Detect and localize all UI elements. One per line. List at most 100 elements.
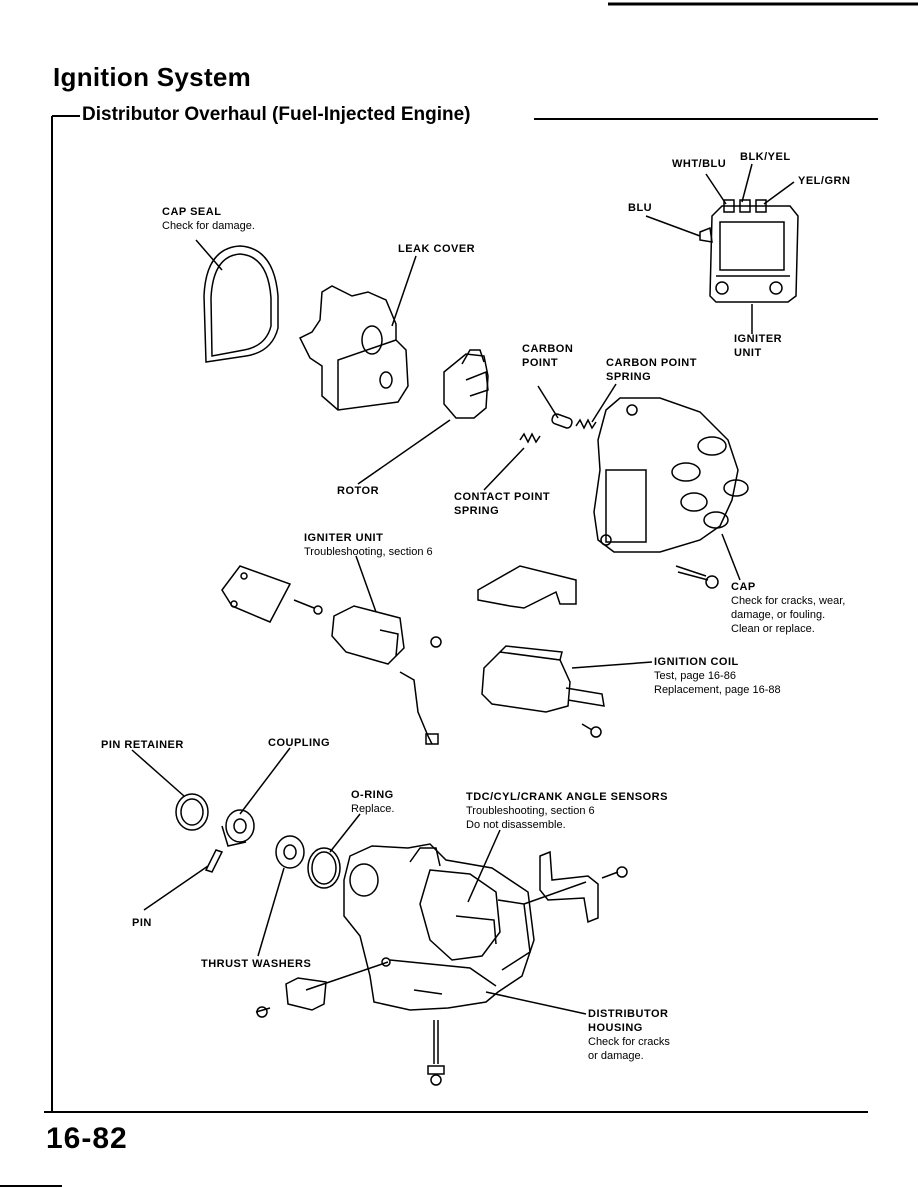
pin-leader xyxy=(143,865,209,911)
contact-point-spring-label: CONTACT POINT SPRING xyxy=(454,490,566,518)
ignition-coil-name: IGNITION COIL xyxy=(654,656,739,668)
carbon-point-label: CARBON POINT xyxy=(522,342,580,370)
igniter-unit-mid-leader xyxy=(355,555,377,613)
tdc-sensors-leader xyxy=(467,829,501,903)
igniter-unit-mid-name: IGNITER UNIT xyxy=(304,532,384,544)
cap-note-1: Check for cracks, wear, xyxy=(731,595,846,607)
thrust-washers-label: THRUST WASHERS xyxy=(201,957,311,971)
page-title: Ignition System xyxy=(53,62,252,92)
cap-leader xyxy=(721,533,741,581)
igniter-heat-sink-part xyxy=(221,565,292,623)
yel-grn-name: YEL/GRN xyxy=(798,175,851,187)
distributor-housing-name-1: DISTRIBUTOR xyxy=(588,1008,669,1020)
blk-yel-name: BLK/YEL xyxy=(740,151,791,163)
igniter-screw xyxy=(293,599,323,615)
tdc-sensors-label: TDC/CYL/CRANK ANGLE SENSORS Troubleshoot… xyxy=(466,790,668,832)
carbon-point-spring-leader xyxy=(591,383,617,423)
pin-retainer-name: PIN RETAINER xyxy=(101,739,184,751)
cap-seal-part xyxy=(203,245,279,363)
leak-cover-label: LEAK COVER xyxy=(398,242,475,256)
contact-point-spring-part xyxy=(519,432,541,444)
cap-note-3: Clean or replace. xyxy=(731,623,815,635)
igniter-unit-mid-label: IGNITER UNIT Troubleshooting, section 6 xyxy=(304,531,433,559)
o-ring-label: O-RING Replace. xyxy=(351,788,394,816)
tdc-sensors-name: TDC/CYL/CRANK ANGLE SENSORS xyxy=(466,791,668,803)
pin-retainer-leader xyxy=(131,749,185,797)
distributor-housing-part xyxy=(343,843,535,1011)
coil-bracket-part xyxy=(477,565,577,609)
cap-note-2: damage, or fouling. xyxy=(731,609,826,621)
distributor-housing-note-1: Check for cracks xyxy=(588,1036,670,1048)
contact-point-spring-leader xyxy=(483,447,525,491)
distributor-cap-part xyxy=(593,397,749,553)
ignition-coil-label: IGNITION COIL Test, page 16-86 Replaceme… xyxy=(654,655,781,697)
cover-plate-leader xyxy=(305,961,389,991)
carbon-point-spring-name: CARBON POINT SPRING xyxy=(606,357,697,383)
carbon-point-part xyxy=(551,413,573,429)
igniter-unit-top-label: IGNITER UNIT xyxy=(734,332,794,360)
tdc-sensors-note-1: Troubleshooting, section 6 xyxy=(466,805,595,817)
contact-point-spring-name: CONTACT POINT SPRING xyxy=(454,491,551,517)
wht-blu-leader xyxy=(705,173,727,205)
tdc-sensors-note-2: Do not disassemble. xyxy=(466,819,566,831)
ignition-coil-leader xyxy=(571,661,653,669)
sensor-cover-plate-part xyxy=(285,977,327,1011)
o-ring-note: Replace. xyxy=(351,803,395,815)
igniter-unit-top-name: IGNITER UNIT xyxy=(734,333,783,359)
pin-part xyxy=(204,849,224,873)
yel-grn-label: YEL/GRN xyxy=(798,174,850,188)
pin-name: PIN xyxy=(132,917,152,929)
rotor-label: ROTOR xyxy=(337,484,379,498)
coupling-name: COUPLING xyxy=(268,737,331,749)
thrust-washer-part xyxy=(275,835,305,869)
coupling-leader xyxy=(239,747,291,815)
cap-name: CAP xyxy=(731,581,756,593)
leak-cover-leader xyxy=(391,255,417,327)
cap-bolt xyxy=(675,565,719,589)
coupling-part xyxy=(221,809,255,847)
thrust-washers-name: THRUST WASHERS xyxy=(201,958,312,970)
section-title: Distributor Overhaul (Fuel-Injected Engi… xyxy=(82,104,471,125)
ignition-coil-note-1: Test, page 16-86 xyxy=(654,670,736,682)
ignition-coil-note-2: Replacement, page 16-88 xyxy=(654,684,781,696)
carbon-point-spring-part xyxy=(575,418,597,430)
o-ring-leader xyxy=(329,813,361,853)
cap-seal-leader xyxy=(195,239,223,271)
rotor-name: ROTOR xyxy=(337,485,380,497)
ignition-coil-part xyxy=(481,645,605,713)
blu-leader xyxy=(645,215,701,237)
blk-yel-leader xyxy=(741,163,753,203)
coupling-label: COUPLING xyxy=(268,736,330,750)
distributor-housing-leader xyxy=(485,991,587,1015)
wht-blu-label: WHT/BLU xyxy=(672,157,726,171)
distributor-housing-note-2: or damage. xyxy=(588,1050,644,1062)
igniter-unit-mid-part xyxy=(331,605,442,745)
o-ring-name: O-RING xyxy=(351,789,394,801)
carbon-point-name: CARBON POINT xyxy=(522,343,574,369)
carbon-point-spring-label: CARBON POINT SPRING xyxy=(606,356,710,384)
cap-label: CAP Check for cracks, wear, damage, or f… xyxy=(731,580,845,636)
pin-label: PIN xyxy=(132,916,152,930)
o-ring-part xyxy=(307,847,341,889)
blu-name: BLU xyxy=(628,202,653,214)
rotor-part xyxy=(443,349,489,419)
distributor-housing-label: DISTRIBUTOR HOUSING Check for cracks or … xyxy=(588,1007,670,1063)
cap-seal-label: CAP SEAL Check for damage. xyxy=(162,205,255,233)
blu-label: BLU xyxy=(628,201,652,215)
igniter-unit-top-part xyxy=(699,199,799,303)
distributor-housing-name-2: HOUSING xyxy=(588,1022,643,1034)
igniter-unit-mid-note: Troubleshooting, section 6 xyxy=(304,546,433,558)
tdc-bracket-leader xyxy=(523,881,587,905)
blk-yel-label: BLK/YEL xyxy=(740,150,791,164)
yel-grn-leader xyxy=(763,181,795,205)
cap-seal-note: Check for damage. xyxy=(162,220,255,232)
coil-screw xyxy=(581,723,602,738)
pin-retainer-label: PIN RETAINER xyxy=(101,738,184,752)
thrust-washers-leader xyxy=(257,867,285,957)
tdc-bracket-part xyxy=(539,850,628,924)
cap-seal-name: CAP SEAL xyxy=(162,206,222,218)
pin-retainer-part xyxy=(175,793,209,831)
page-number: 16-82 xyxy=(46,1122,128,1155)
leak-cover-part xyxy=(298,285,409,411)
